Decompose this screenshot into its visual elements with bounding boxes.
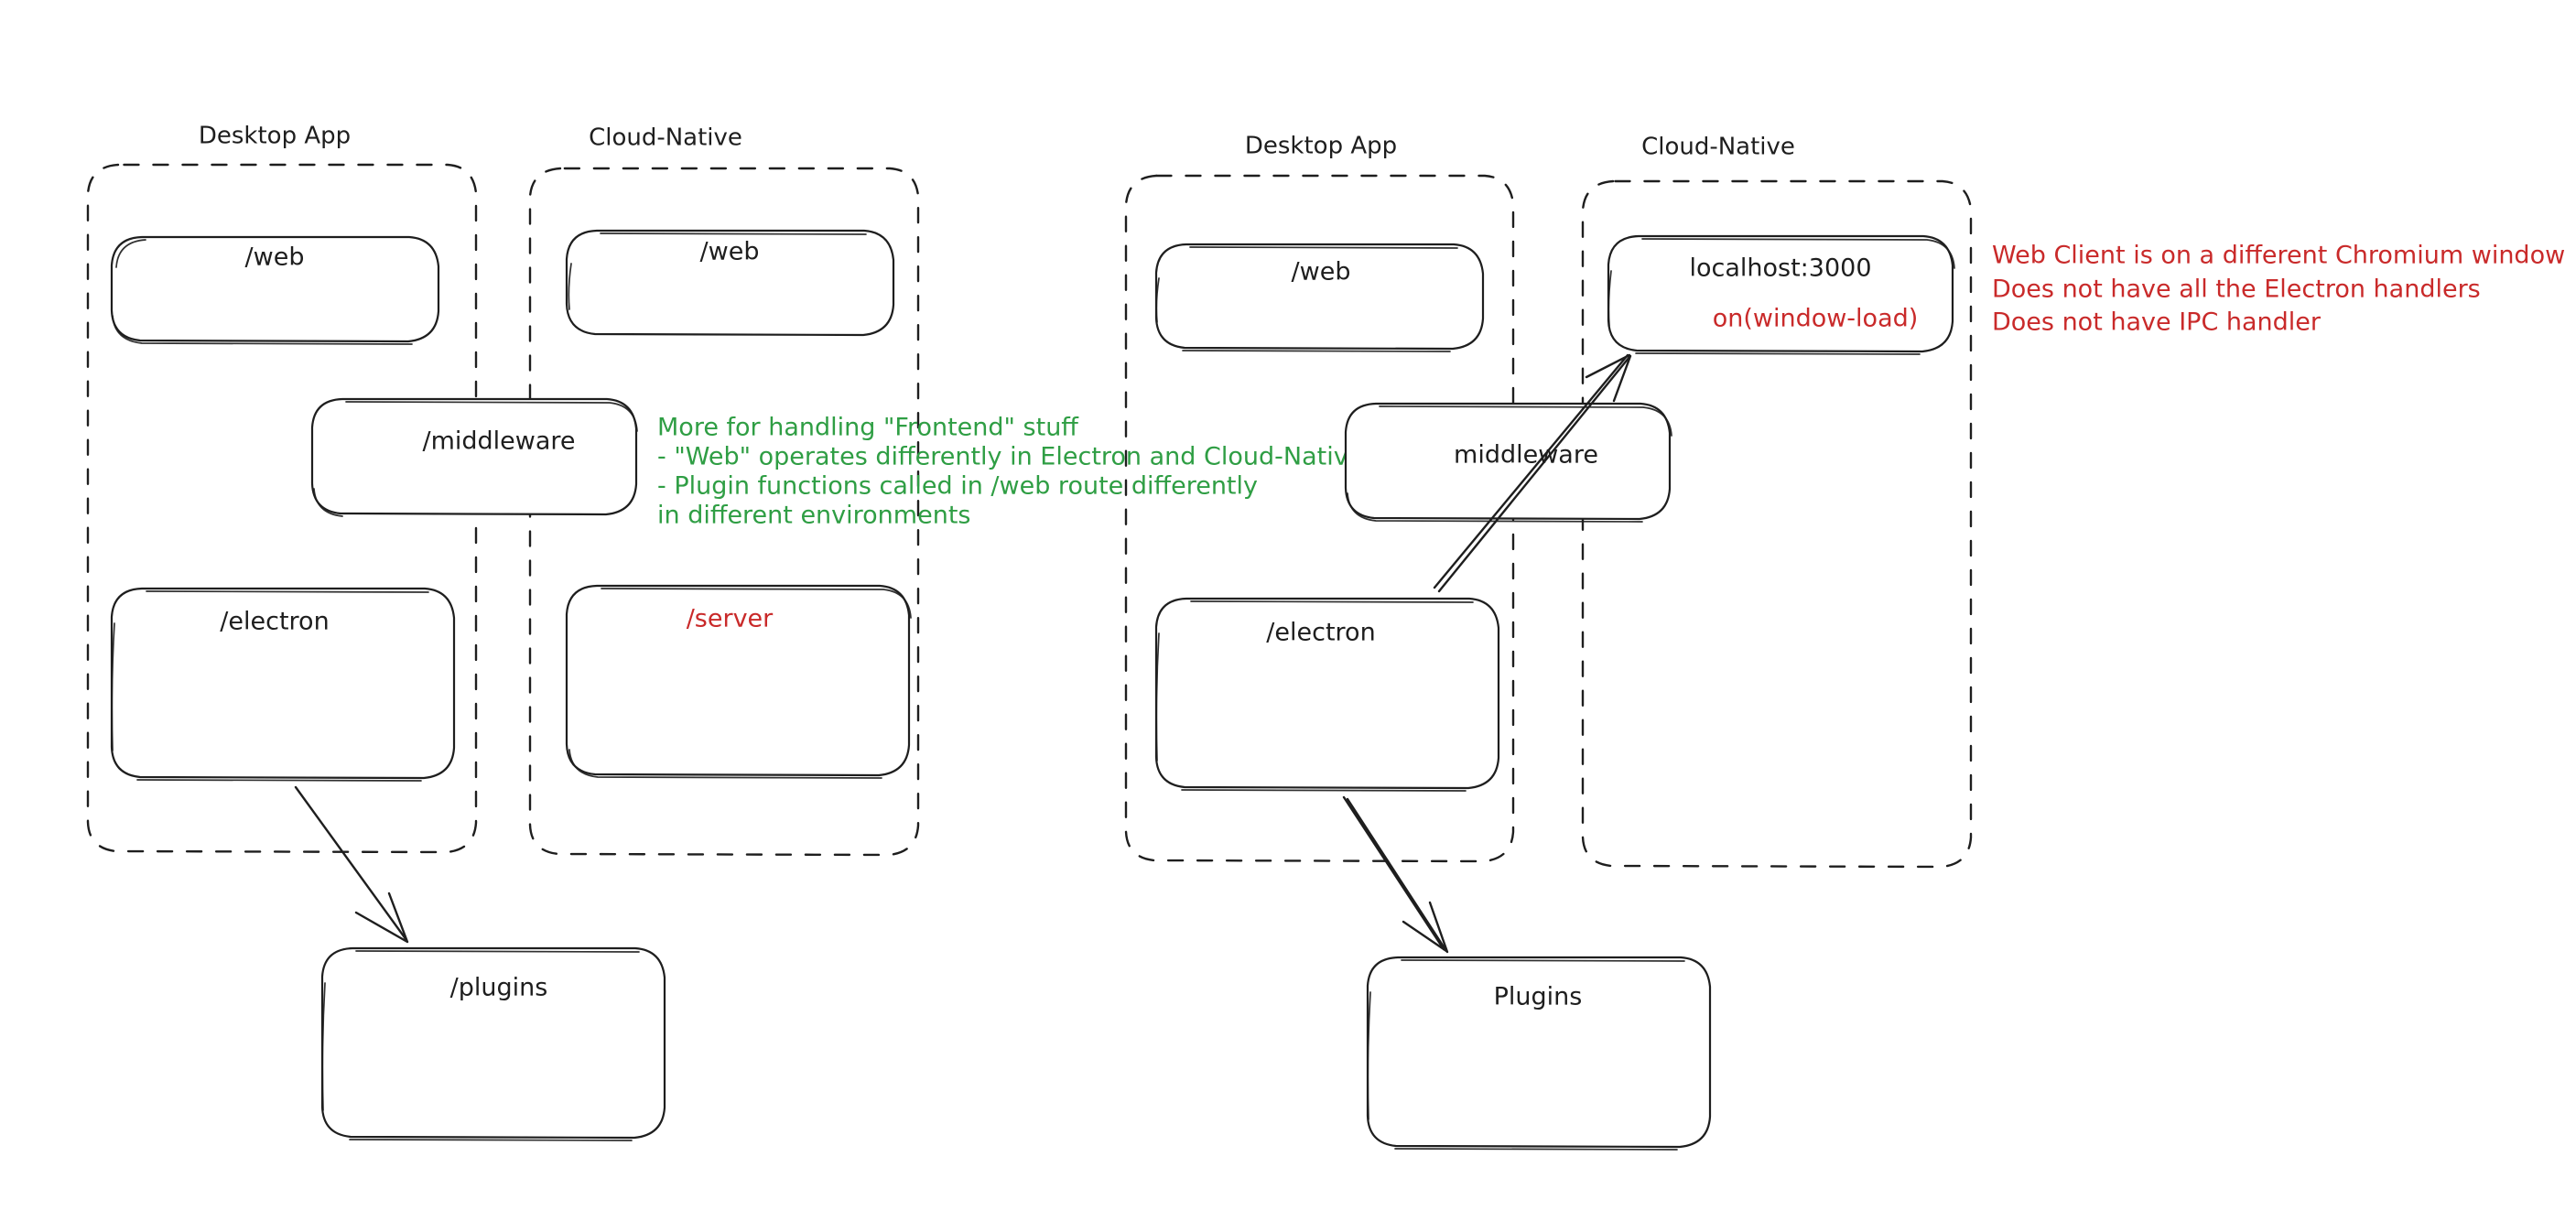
node-left-electron-label: /electron [220,608,329,636]
node-left-cloud-web-sketch [568,232,867,310]
node-right-middleware[interactable]: middleware [1344,402,1672,523]
node-left-desktop-web-shape [110,235,440,343]
node-left-server[interactable]: /server [565,584,912,779]
node-left-middleware[interactable]: /middleware [310,397,638,517]
node-right-electron-sketch [1155,600,1474,792]
node-right-desktop-web-shape [1154,243,1485,351]
edge-right-electron-to-localhost-head [1585,353,1632,403]
group-left-desktop-app[interactable]: Desktop App [86,123,478,854]
edge-left-electron-to-plugins-head [354,892,409,944]
edge-right-electron-to-localhost-line [1433,353,1629,589]
edge-right-electron-to-localhost [1433,353,1632,593]
group-right-cloud-native-label: Cloud-Native [1641,134,1795,161]
group-right-cloud-native-border [1581,179,1973,869]
node-right-desktop-web-label: /web [1292,258,1351,286]
node-left-cloud-web-label: /web [700,238,760,266]
node-left-electron[interactable]: /electron [110,587,456,782]
node-right-desktop-web[interactable]: /web [1154,243,1485,352]
note-frontend: More for handling "Frontend" stuff - "We… [657,414,1363,530]
node-right-electron[interactable]: /electron [1154,597,1500,792]
edge-right-electron-to-plugins-line [1342,795,1445,951]
node-left-electron-shape [110,587,456,780]
group-left-desktop-app-border [86,163,478,854]
group-left-desktop-app-label: Desktop App [199,123,351,150]
node-right-desktop-web-sketch [1155,246,1458,352]
node-left-server-sketch [568,588,912,779]
note-frontend-line-3: - Plugin functions called in /web route … [657,472,1258,501]
note-web-client-line-1: Web Client is on a different Chromium wi… [1992,242,2565,270]
group-right-desktop-app-border [1124,174,1515,863]
node-left-middleware-sketch [313,401,638,517]
node-left-plugins-label: /plugins [450,974,548,1002]
group-left-cloud-native[interactable]: Cloud-Native [528,124,920,857]
node-left-desktop-web-label: /web [245,243,305,272]
node-left-plugins-sketch [321,950,640,1141]
node-left-cloud-web[interactable]: /web [565,229,895,337]
edge-right-electron-to-plugins-head [1402,901,1449,954]
node-right-electron-shape [1154,597,1500,790]
note-web-client: Web Client is on a different Chromium wi… [1992,242,2565,337]
node-left-desktop-web[interactable]: /web [110,235,440,345]
node-left-plugins-shape [320,946,666,1140]
note-frontend-line-2: - "Web" operates differently in Electron… [657,443,1363,471]
node-left-middleware-shape [310,397,638,516]
group-left-cloud-native-label: Cloud-Native [589,124,742,152]
node-right-localhost-sub-label: on(window-load) [1713,305,1919,333]
node-right-electron-label: /electron [1266,619,1375,647]
note-web-client-line-2: Does not have all the Electron handlers [1992,276,2481,304]
group-right-desktop-app[interactable]: Desktop App [1124,133,1515,863]
node-right-plugins[interactable]: Plugins [1366,956,1712,1151]
edge-right-electron-to-plugins [1342,795,1449,954]
node-right-middleware-label: middleware [1454,441,1598,470]
node-left-electron-sketch [111,590,429,782]
node-left-server-label: /server [687,605,774,633]
node-left-middleware-label: /middleware [422,427,575,456]
edge-right-electron-to-plugins-line-2 [1346,797,1448,953]
node-right-localhost-label: localhost:3000 [1689,254,1871,283]
group-right-desktop-app-label: Desktop App [1245,133,1397,160]
edge-left-electron-to-plugins-line [294,785,408,942]
node-right-localhost-sketch [1607,238,1955,355]
node-right-localhost[interactable]: localhost:3000 on(window-load) [1607,234,1955,355]
node-right-plugins-label: Plugins [1494,983,1583,1011]
node-right-middleware-sketch [1347,405,1672,523]
note-web-client-line-3: Does not have IPC handler [1992,308,2322,337]
node-right-plugins-sketch [1367,959,1685,1151]
node-right-plugins-shape [1366,956,1712,1149]
note-frontend-line-4: in different environments [657,502,970,530]
edge-right-electron-to-localhost-line-2 [1437,355,1631,593]
edge-left-electron-to-plugins [294,785,409,944]
note-frontend-line-1: More for handling "Frontend" stuff [657,414,1079,442]
group-left-cloud-native-border [528,167,920,857]
group-right-cloud-native[interactable]: Cloud-Native [1581,134,1973,869]
node-left-cloud-web-shape [565,229,895,337]
node-left-plugins[interactable]: /plugins [320,946,666,1141]
node-left-desktop-web-sketch [112,239,413,345]
